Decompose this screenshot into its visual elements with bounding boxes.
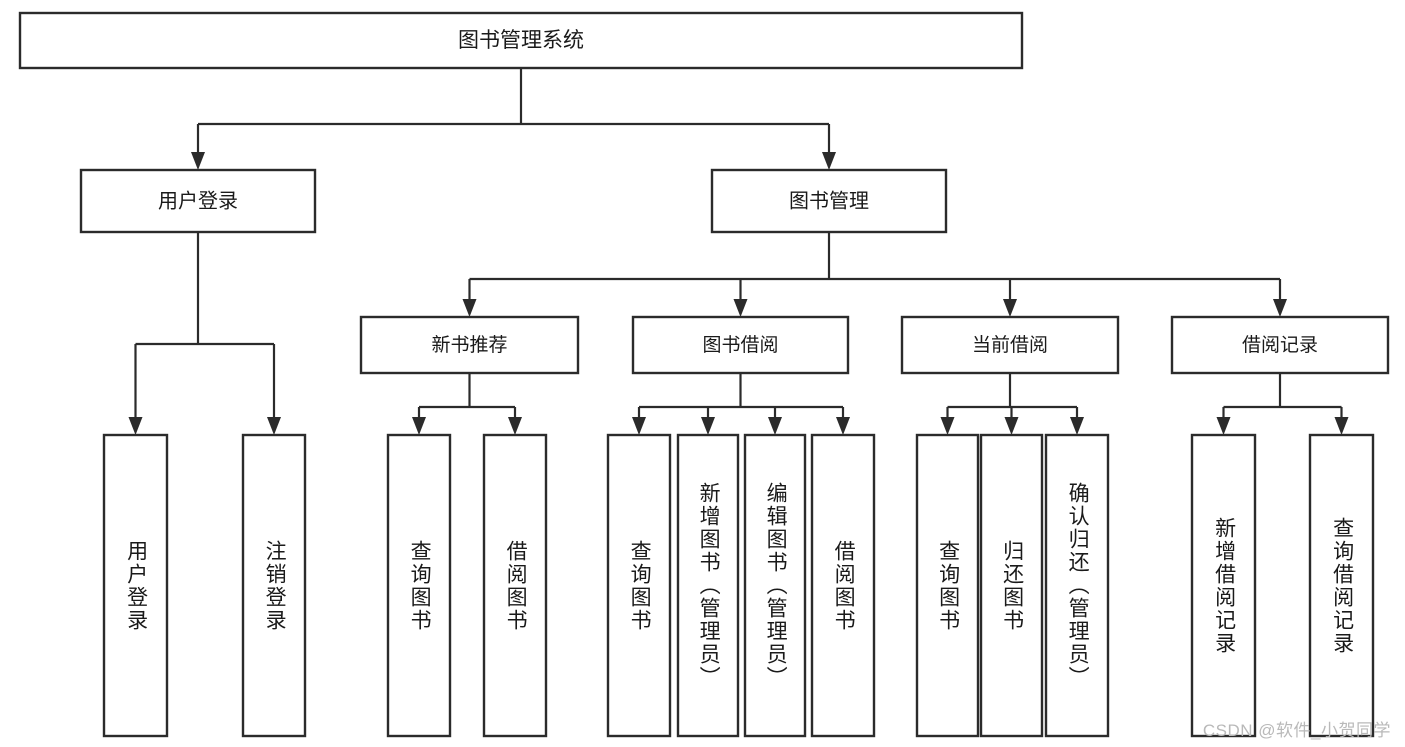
node-leaf-12-rect[interactable] [1308,433,1375,738]
arrow-head-icon [632,417,646,435]
node-leaf-1[interactable] [241,433,307,738]
node-level1-0[interactable]: 用户登录 [79,168,317,234]
node-leaf-10-rect[interactable] [1044,433,1110,738]
node-leaf-9-rect[interactable] [979,433,1044,738]
node-leaf-5[interactable] [676,433,740,738]
node-level1-1-rect[interactable] [710,168,948,234]
node-level1-1-label: 图书管理 [789,189,869,212]
arrow-head-icon [701,417,715,435]
arrow-head-icon [836,417,850,435]
arrow-head-icon [1003,299,1017,317]
arrow-head-icon [267,417,281,435]
arrow-head-icon [462,299,477,317]
arrow-head-icon [508,417,522,435]
node-level2-3-label: 借阅记录 [1242,334,1318,356]
arrow-head-icon [1004,417,1019,435]
arrow-head-icon [1273,299,1287,317]
arrow-head-icon [940,417,955,435]
arrow-head-icon [412,417,426,435]
node-root-rect[interactable] [18,11,1024,70]
node-level2-3-rect[interactable] [1170,315,1390,375]
node-level2-1-label: 图书借阅 [702,334,778,356]
node-leaf-8-rect[interactable] [915,433,980,738]
node-root[interactable]: 图书管理系统 [18,11,1024,70]
node-leaf-2-rect[interactable] [386,433,452,738]
node-leaf-8[interactable] [915,433,980,738]
node-root-label: 图书管理系统 [458,29,584,52]
node-level2-3[interactable]: 借阅记录 [1170,315,1390,375]
node-level1-0-rect[interactable] [79,168,317,234]
node-leaf-9[interactable] [979,433,1044,738]
node-level2-2-label: 当前借阅 [972,334,1048,356]
arrow-head-icon [1070,417,1084,435]
arrow-head-icon [191,152,205,170]
node-level2-0-label: 新书推荐 [431,334,507,356]
node-leaf-3-rect[interactable] [482,433,548,738]
arrow-head-icon [733,299,748,317]
node-leaf-0[interactable] [102,433,169,738]
node-leaf-7-rect[interactable] [810,433,876,738]
arrow-head-icon [1334,417,1349,435]
node-level2-1[interactable]: 图书借阅 [631,315,850,375]
node-leaf-0-rect[interactable] [102,433,169,738]
node-level2-2[interactable]: 当前借阅 [900,315,1120,375]
node-leaf-3[interactable] [482,433,548,738]
node-leaf-6[interactable] [743,433,807,738]
node-leaf-7[interactable] [810,433,876,738]
node-level1-0-label: 用户登录 [158,189,238,212]
node-leaf-4[interactable] [606,433,672,738]
node-leaf-1-rect[interactable] [241,433,307,738]
node-level2-1-rect[interactable] [631,315,850,375]
node-leaf-10[interactable] [1044,433,1110,738]
node-leaf-5-rect[interactable] [676,433,740,738]
node-level2-0[interactable]: 新书推荐 [359,315,580,375]
arrow-head-icon [1216,417,1231,435]
node-leaf-6-rect[interactable] [743,433,807,738]
arrow-head-icon [768,417,782,435]
watermark-text: CSDN @软件_小贺同学 [1202,721,1391,740]
node-level2-0-rect[interactable] [359,315,580,375]
node-level2-2-rect[interactable] [900,315,1120,375]
arrow-head-icon [822,152,836,170]
node-leaf-11[interactable] [1190,433,1257,738]
node-leaf-11-rect[interactable] [1190,433,1257,738]
connector-layer [128,68,1349,435]
node-level1-1[interactable]: 图书管理 [710,168,948,234]
node-leaf-4-rect[interactable] [606,433,672,738]
arrow-head-icon [128,417,143,435]
node-leaf-12[interactable] [1308,433,1375,738]
node-leaf-2[interactable] [386,433,452,738]
